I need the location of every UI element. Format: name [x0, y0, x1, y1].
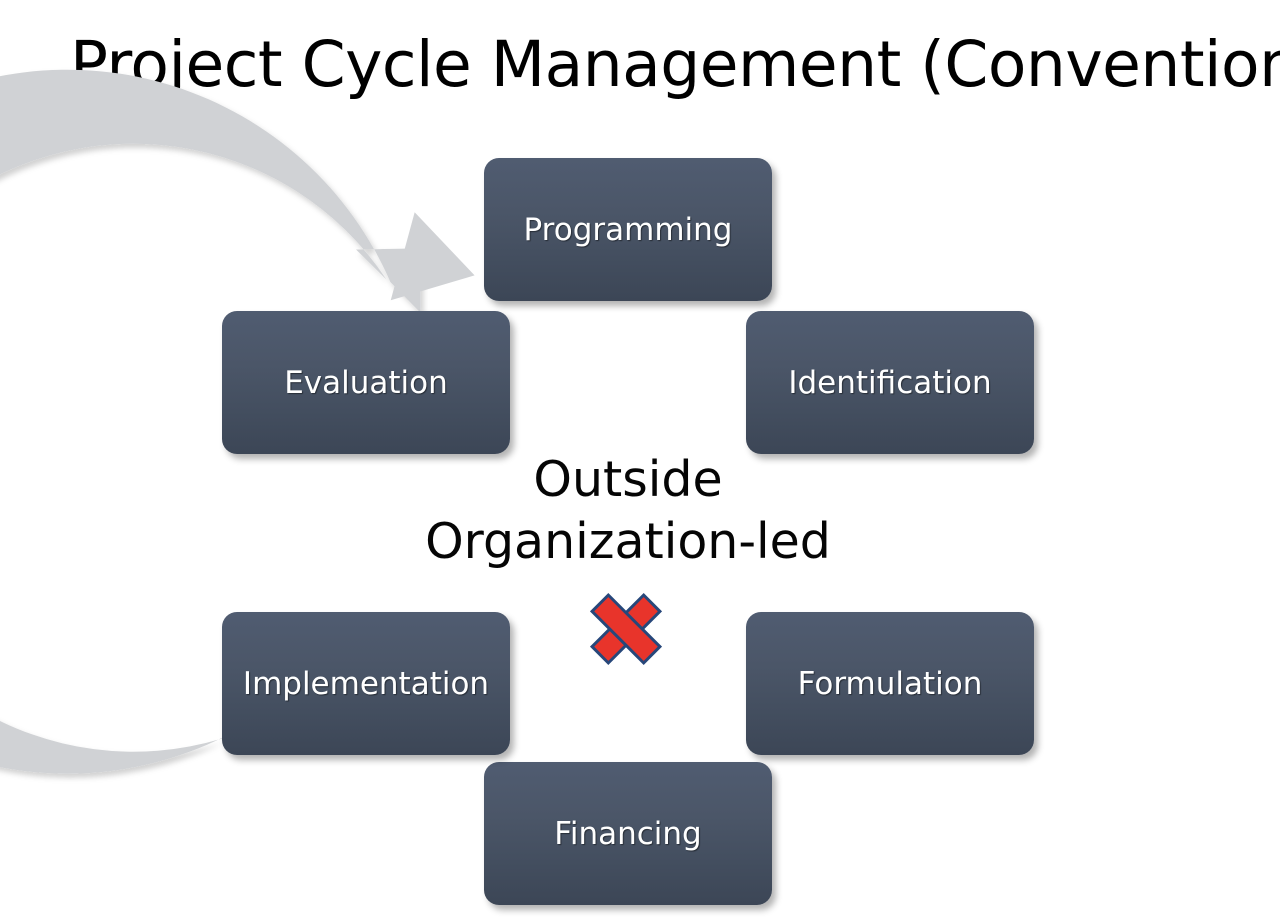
stage-label: Evaluation	[284, 364, 448, 401]
cycle-stage-programming[interactable]: Programming	[484, 158, 772, 301]
cycle-stage-formulation[interactable]: Formulation	[746, 612, 1034, 755]
red-x-mark	[589, 592, 663, 666]
center-caption-line-2: Organization-led	[425, 513, 831, 570]
page-title: Project Cycle Management (Conventional)	[70, 28, 1280, 101]
cycle-stage-implementation[interactable]: Implementation	[222, 612, 510, 755]
stage-label: Financing	[554, 815, 702, 852]
cycle-stage-identification[interactable]: Identification	[746, 311, 1034, 454]
stage-label: Programming	[523, 211, 733, 248]
arrow-head	[390, 212, 475, 301]
cycle-stage-evaluation[interactable]: Evaluation	[222, 311, 510, 454]
center-caption: Outside Organization-led	[338, 449, 918, 573]
stage-label: Identification	[788, 364, 992, 401]
stage-label: Formulation	[797, 665, 983, 702]
cycle-stage-financing[interactable]: Financing	[484, 762, 772, 905]
stage-label: Implementation	[242, 665, 490, 702]
center-caption-line-1: Outside	[533, 451, 723, 508]
